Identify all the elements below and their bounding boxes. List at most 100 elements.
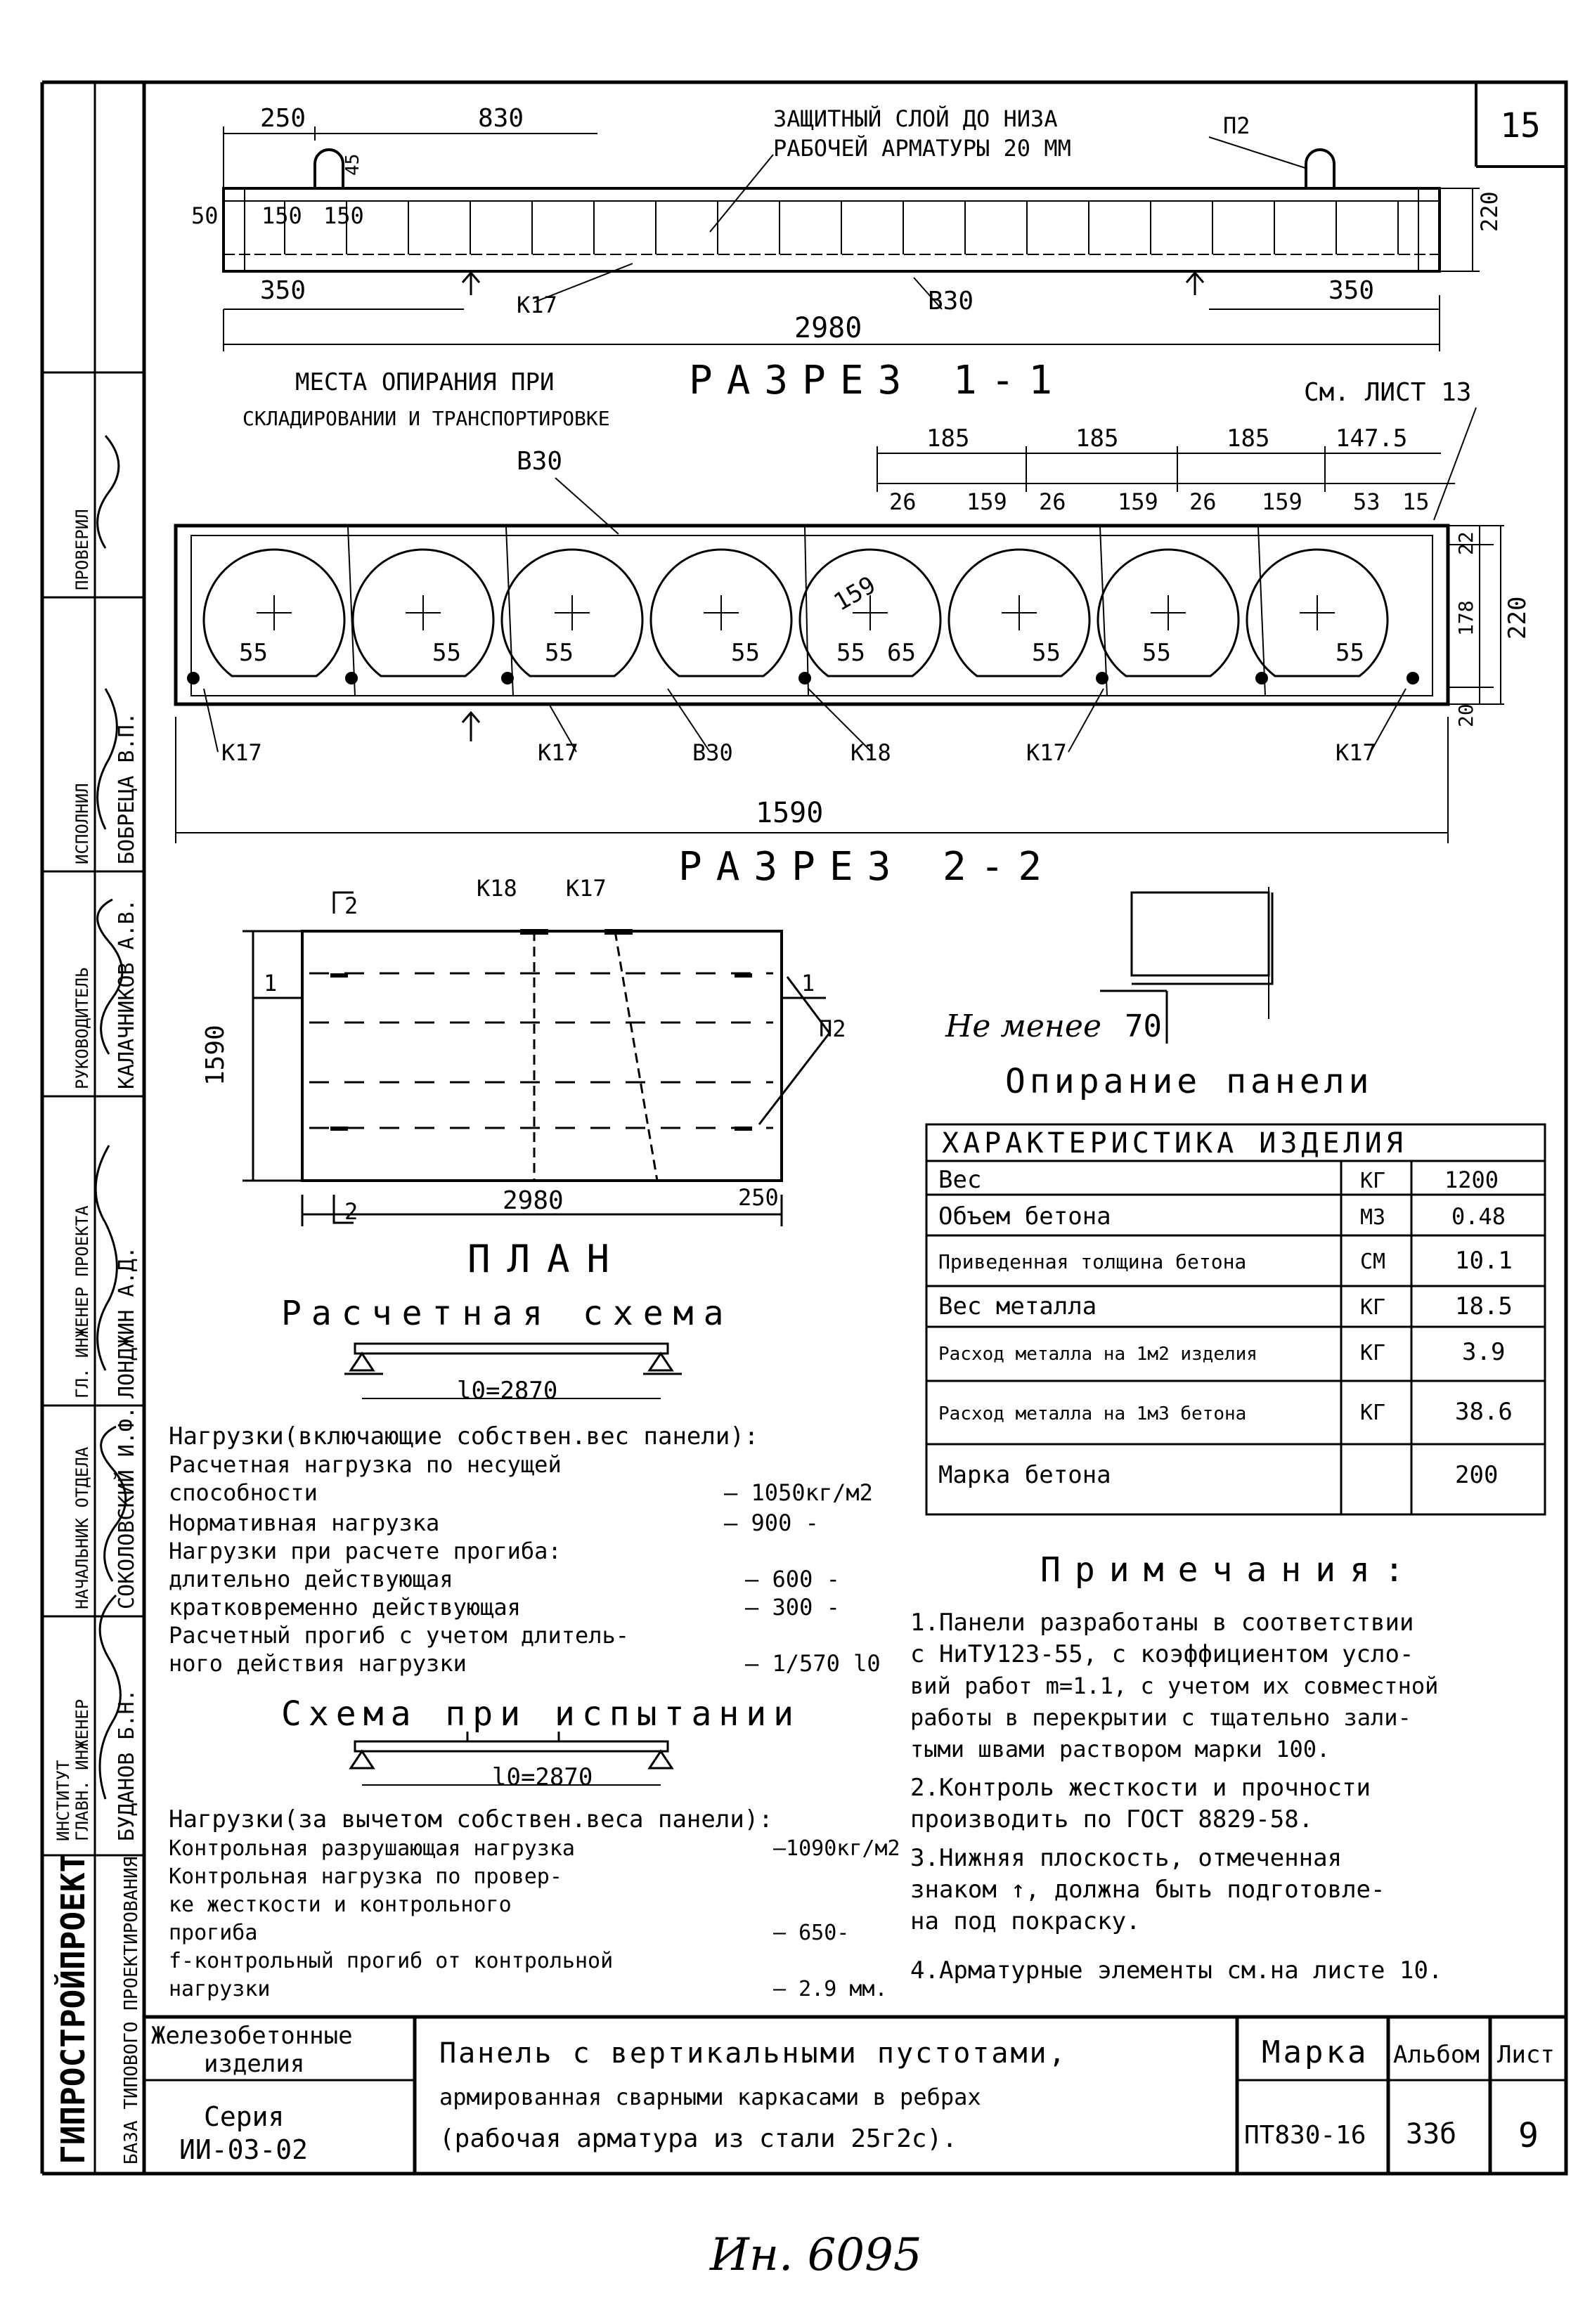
table-row-value: 0.48: [1451, 1203, 1506, 1230]
dim-350-right: 350: [1328, 276, 1374, 305]
note-line: вий работ m=1.1, с учетом их совместной: [910, 1673, 1438, 1699]
support-detail: Не менее 70 Опирание панели: [945, 887, 1369, 1101]
table-row-unit: КГ: [1360, 1401, 1385, 1425]
section-mark-2-bottom: 2: [344, 1198, 358, 1225]
table-row-name: Вес: [938, 1166, 981, 1194]
right-dim-20: 20: [1454, 703, 1477, 727]
dim-sub: 159: [966, 488, 1007, 515]
dim-sub: 26: [1189, 488, 1217, 515]
void-circle: [798, 548, 942, 677]
calc-span: l0=2870: [457, 1377, 557, 1405]
calc-loads-title: Нагрузки(включающие собствен.вес панели)…: [169, 1422, 758, 1450]
table-row-name: Марка бетона: [938, 1461, 1111, 1489]
table-row-unit: М3: [1360, 1205, 1385, 1230]
test-value: —1090кг/м2: [773, 1836, 900, 1861]
page-number: 15: [1500, 106, 1541, 145]
height-220: 220: [1476, 191, 1503, 232]
void-circle: [948, 548, 1091, 677]
person-role: ГЛАВН. ИНЖЕНЕР: [72, 1699, 92, 1841]
notes-title: Примечания:: [1040, 1550, 1418, 1590]
plan-title: ПЛАН: [467, 1237, 626, 1281]
note-line: с НиТУ123-55, с коэффициентом усло-: [910, 1640, 1414, 1668]
test-line: ке жесткости и контрольного: [169, 1893, 512, 1917]
rebar-label: К17: [1026, 739, 1067, 766]
table-row-name: Расход металла на 1м2 изделия: [938, 1344, 1257, 1365]
calc-value: — 1050кг/м2: [724, 1479, 873, 1506]
org-sub-2: БАЗА ТИПОВОГО ПРОЕКТИРОВАНИЯ: [121, 1857, 142, 2164]
section-1-1: 250 830 45 ЗАЩИТНЫЙ СЛОЙ ДО НИЗА РАБОЧЕЙ…: [191, 104, 1503, 430]
dim-250: 250: [260, 104, 306, 133]
person-role: ГЛ. ИНЖЕНЕР ПРОЕКТА: [72, 1205, 92, 1398]
dim-185: 185: [1227, 424, 1269, 453]
rebar-label: К18: [851, 739, 891, 766]
calc-value: — 900 -: [724, 1510, 819, 1536]
lifting-loop-right: [1305, 148, 1336, 188]
table-row-unit: КГ: [1360, 1341, 1385, 1365]
series-line2: ИИ-03-02: [179, 2134, 308, 2165]
album-value: 33б: [1406, 2118, 1456, 2150]
calc-line: способности: [169, 1479, 318, 1506]
note-line: на под покраску.: [910, 1907, 1141, 1935]
note-line: работы в перекрытии с тщательно зали-: [910, 1704, 1411, 1731]
album-label: Альбом: [1393, 2041, 1480, 2069]
test-value: — 2.9 мм.: [773, 1977, 888, 2001]
calc-line: Расчетная нагрузка по несущей: [169, 1451, 562, 1478]
test-scheme: Схема при испытании l0=2870 Нагрузки(за …: [169, 1694, 900, 2001]
b30-label: В30: [928, 287, 974, 316]
title-block: Железобетонные изделия Серия ИИ-03-02 Па…: [144, 2015, 1566, 2174]
calc-line: ного действия нагрузки: [169, 1650, 467, 1677]
dim-45: 45: [342, 154, 363, 176]
void-circle: [500, 548, 644, 677]
person-role: ИСПОЛНИЛ: [72, 783, 92, 864]
note-line: 3.Нижняя плоскость, отмеченная: [910, 1844, 1342, 1872]
void-circle: [351, 548, 495, 677]
test-loads-title: Нагрузки(за вычетом собствен.веса панели…: [169, 1805, 773, 1833]
calc-value: — 600 -: [745, 1566, 840, 1592]
rebar-label: К17: [221, 739, 262, 766]
total-height-220: 220: [1503, 597, 1532, 640]
plan-dim-250: 250: [738, 1184, 779, 1211]
dim-sub: 53: [1353, 488, 1380, 515]
series-line1: Серия: [204, 2101, 284, 2132]
test-line: f-контрольный прогиб от контрольной: [169, 1949, 613, 1973]
dim-sub: 26: [1039, 488, 1066, 515]
test-line: Контрольная нагрузка по провер-: [169, 1864, 562, 1889]
dim-sub: 159: [1262, 488, 1302, 515]
loop-label-p2: П2: [1223, 112, 1250, 139]
mark-label: Марка: [1262, 2034, 1369, 2070]
void-center-mark: [257, 595, 292, 630]
note-line: производить по ГОСТ 8829-58.: [910, 1805, 1313, 1833]
person-name: ЛОНДЖИН А.Д.: [115, 1246, 139, 1398]
category-line1: Железобетонные: [151, 2022, 353, 2050]
person-name: БУДАНОВ Б.Н.: [115, 1689, 139, 1841]
plan-p2: П2: [819, 1015, 846, 1042]
note-line: 2.Контроль жесткости и прочности: [910, 1774, 1371, 1802]
dim-150b: 150: [323, 202, 364, 229]
note-line: знаком ↑, должна быть подготовле-: [910, 1876, 1385, 1904]
person-name: КАЛАЧНИКОВ А.В.: [115, 899, 139, 1089]
notes: Примечания: 1.Панели разработаны в соотв…: [910, 1550, 1442, 1985]
calc-title: Расчетная схема: [281, 1294, 733, 1333]
length-2980: 2980: [794, 312, 862, 344]
table-row-unit: КГ: [1360, 1295, 1385, 1320]
test-line: нагрузки: [169, 1977, 271, 2001]
plan-length-2980: 2980: [503, 1186, 564, 1215]
calc-value: — 1/570 l0: [745, 1650, 881, 1677]
side-strip: ГИПРОСТРОЙПРОЕКТ ИНСТИТУТ БАЗА ТИПОВОГО …: [42, 371, 144, 2164]
void-circle: [1246, 548, 1389, 677]
void-diameter: 159: [829, 571, 881, 616]
table-row-value: 3.9: [1462, 1338, 1505, 1366]
org-sub-1: ИНСТИТУТ: [53, 1760, 73, 1841]
plan-view: 2 2 1 1 К18 К17 П2 1590 2980 250 ПЛАН: [201, 875, 846, 1281]
table-row-unit: КГ: [1360, 1169, 1385, 1193]
bottom-arrow: [461, 710, 481, 741]
table-row-value: 10.1: [1455, 1247, 1513, 1275]
table-row-value: 200: [1455, 1461, 1498, 1489]
right-dim-178: 178: [1454, 600, 1477, 636]
void-dim: 55: [1142, 639, 1171, 667]
void-dim: 55: [1032, 639, 1061, 667]
see-sheet-note: См. ЛИСТ 13: [1304, 378, 1471, 407]
characteristics-table: ХАРАКТЕРИСТИКА ИЗДЕЛИЯ Вес КГ 1200 Объем…: [925, 1123, 1546, 1516]
table-row-value: 18.5: [1455, 1292, 1513, 1320]
